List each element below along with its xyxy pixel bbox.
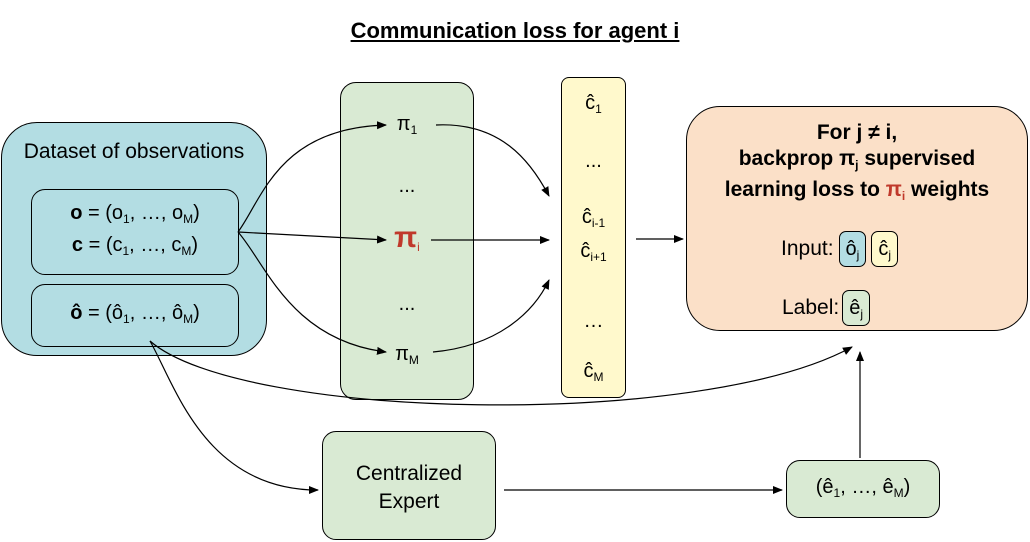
- message-i-plus-1: ĉi+1: [580, 240, 607, 264]
- observations-messages-box: o = (o1, …, oM) c = (c1, …, cM): [31, 189, 239, 275]
- messages-box: ĉ1 ... ĉi-1 ĉi+1 … ĉM: [561, 77, 626, 398]
- policy-1: π1: [396, 113, 418, 137]
- input-ohat-chip: ôj: [838, 231, 867, 267]
- message-m: ĉM: [583, 360, 604, 384]
- message-dots-lower: …: [583, 310, 604, 332]
- input-row: Input: ôj ĉj: [781, 231, 899, 267]
- diagram-title: Communication loss for agent i: [350, 18, 680, 43]
- dataset-box: Dataset of observations o = (o1, …, oM) …: [1, 122, 267, 356]
- dataset-label: Dataset of observations: [23, 140, 245, 163]
- c-tuple: c = (c1, …, cM): [71, 234, 199, 258]
- arrow-ohat-to-expert: [149, 340, 319, 494]
- message-1: ĉ1: [585, 92, 602, 116]
- ohat-tuple: ô = (ô1, …, ôM): [70, 302, 200, 326]
- policies-box: π1 ... πi ... πM: [340, 82, 474, 400]
- loss-line-1: For j ≠ i,: [816, 121, 898, 144]
- policy-m: πM: [395, 343, 419, 367]
- input-chat-chip: ĉj: [871, 231, 899, 267]
- expert-labels-box: (ê1, …, êM): [786, 460, 940, 518]
- message-i-minus-1: ĉi-1: [581, 206, 606, 230]
- ohat-box: ô = (ô1, …, ôM): [31, 284, 239, 347]
- arrow-ohat-to-loss: [149, 340, 853, 406]
- label-ehat-chip: êj: [842, 290, 871, 326]
- policy-dots-lower: ...: [398, 293, 416, 315]
- label-row: Label: êj: [782, 290, 871, 326]
- ehat-tuple: (ê1, …, êM): [815, 476, 911, 500]
- policy-dots-upper: ...: [398, 175, 416, 197]
- input-label: Input:: [781, 237, 834, 260]
- loss-box: For j ≠ i, backprop πj supervised learni…: [686, 106, 1028, 331]
- o-tuple: o = (o1, …, oM): [70, 202, 200, 226]
- loss-line-2: backprop πj supervised: [738, 147, 976, 172]
- label-label: Label:: [782, 296, 840, 319]
- policy-i: πi: [394, 221, 420, 254]
- message-dots-upper: ...: [585, 150, 602, 172]
- loss-line-3: learning loss to πi weights: [724, 178, 990, 203]
